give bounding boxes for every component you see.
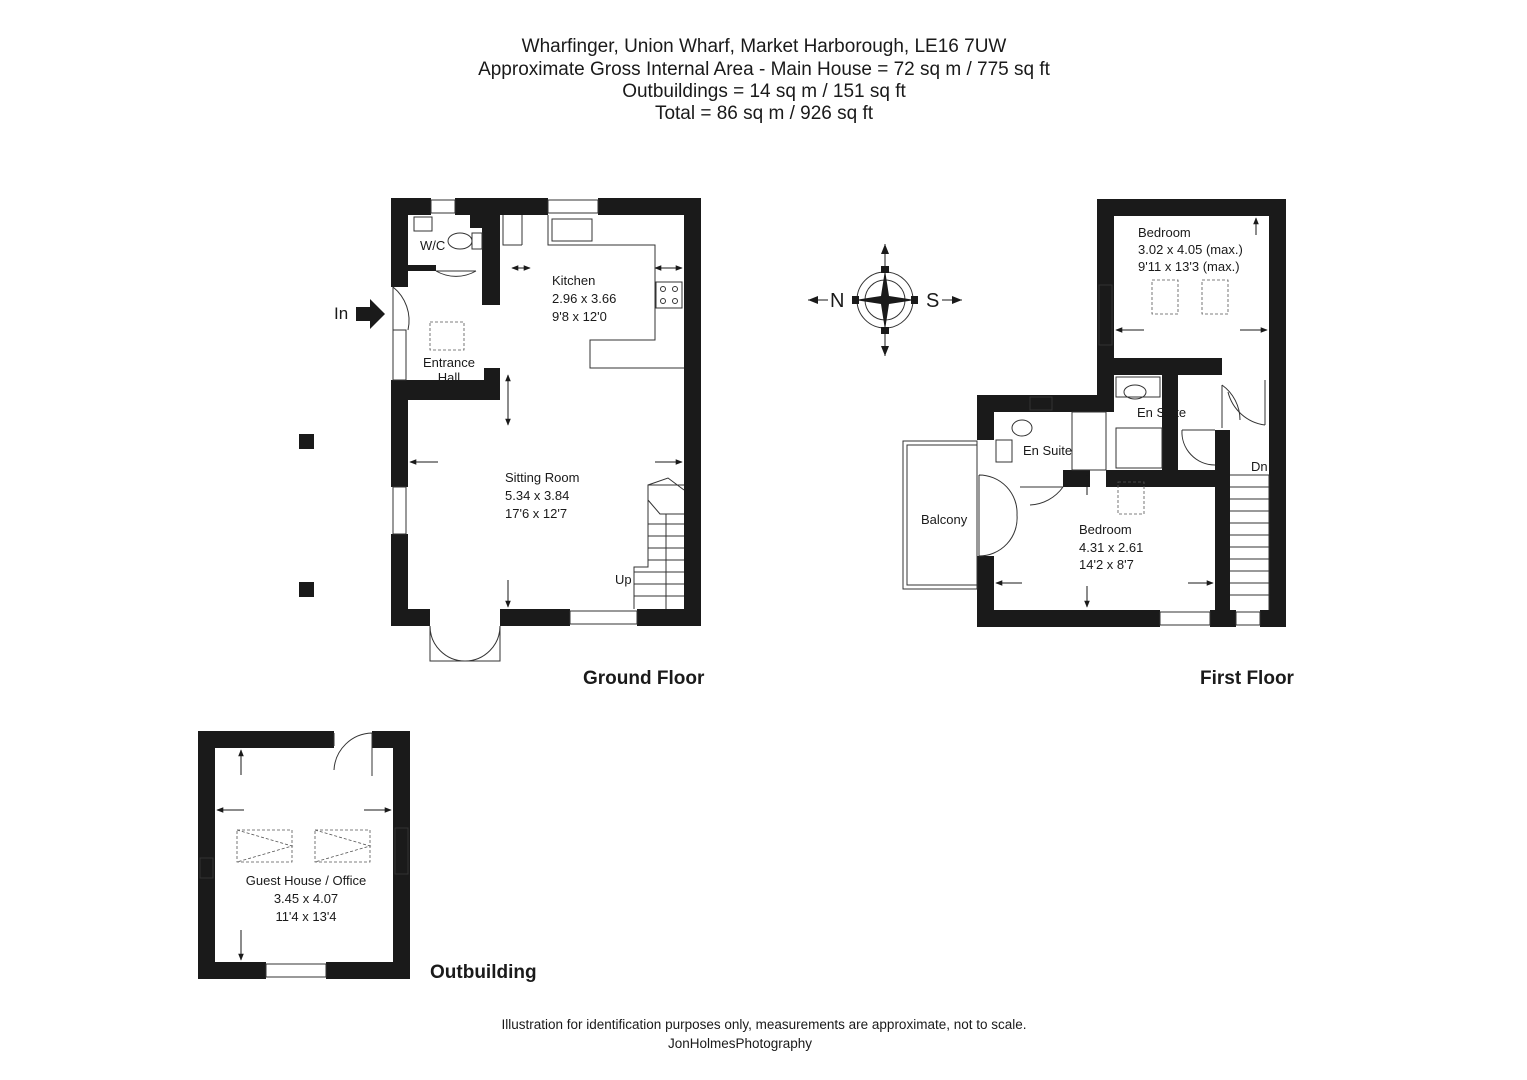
header-address: Wharfinger, Union Wharf, Market Harborou… — [522, 36, 1007, 57]
balcony-label: Balcony — [921, 512, 968, 527]
footer-credit: JonHolmesPhotography — [668, 1036, 812, 1051]
bedroom1-rooflight-1 — [1151, 279, 1179, 315]
ensuite2-toilet-icon — [1011, 419, 1033, 437]
wc-basin-icon — [413, 216, 433, 232]
guest-house-metric: 3.45 x 4.07 — [274, 891, 338, 906]
bedroom1-rooflight-2 — [1201, 279, 1229, 315]
garden-post-2 — [299, 582, 314, 597]
ensuite2-basin-icon — [995, 439, 1013, 463]
ensuite2-door — [1020, 486, 1064, 506]
landing-window — [1235, 611, 1261, 626]
bedroom2-imperial: 14'2 x 8'7 — [1079, 557, 1134, 572]
wc-wall-right — [482, 215, 500, 305]
header-outbuilding-area: Outbuildings = 14 sq m / 151 sq ft — [622, 81, 906, 102]
plan-footer: Illustration for identification purposes… — [501, 1017, 1026, 1051]
outbuilding-rooflight-1 — [236, 829, 293, 863]
entry-arrow-icon — [356, 299, 385, 329]
bedroom1-metric: 3.02 x 4.05 (max.) — [1138, 242, 1243, 257]
entrance-door — [392, 286, 410, 331]
kitchen-counter — [547, 215, 684, 369]
balcony-inner — [906, 444, 978, 586]
ensuite2-bath-icon — [1071, 411, 1107, 471]
bedroom2-rooflight — [1117, 481, 1145, 515]
hall-wall-bottom — [408, 380, 500, 400]
wc-wall-corner — [470, 198, 500, 228]
sitting-window-left — [392, 486, 407, 535]
kitchen-sink-icon — [551, 218, 593, 242]
plan-header: Wharfinger, Union Wharf, Market Harborou… — [478, 36, 1051, 124]
hob-burners-icon — [660, 286, 678, 304]
wc-cistern-icon — [471, 232, 483, 250]
ensuite1-shower-icon — [1115, 427, 1163, 469]
balcony-doors — [978, 474, 1018, 557]
guest-house-name: Guest House / Office — [246, 873, 366, 888]
ground-floor-label: Ground Floor — [583, 668, 705, 689]
bedroom1-imperial: 9'11 x 13'3 (max.) — [1138, 259, 1240, 274]
bedroom2-name: Bedroom — [1079, 522, 1132, 537]
hall-wall-post — [484, 368, 500, 400]
bedroom1-window — [1098, 284, 1113, 346]
garden-post-1 — [299, 434, 314, 449]
ground-wall-top-left — [391, 198, 431, 215]
guest-house-imperial: 11'4 x 13'4 — [275, 909, 336, 924]
bedroom2-door — [1181, 429, 1216, 466]
kitchen-imperial: 9'8 x 12'0 — [552, 309, 607, 324]
compass-south-label: S — [926, 290, 939, 312]
sitting-french-doors — [429, 625, 501, 662]
compass-star-icon — [855, 270, 915, 330]
entrance-side-window — [392, 329, 407, 381]
bedroom2-window — [1159, 611, 1211, 626]
wc-wall-bottom — [408, 265, 436, 271]
hob-icon — [655, 281, 683, 309]
compass-north-label: N — [830, 290, 844, 312]
first-floor-label: First Floor — [1200, 668, 1295, 689]
entrance-cupboard-dashed — [429, 321, 465, 351]
ensuite1-label: En Suite — [1137, 405, 1186, 420]
ensuite1-toilet-icon — [1123, 384, 1147, 400]
first-floor-stairs — [1230, 474, 1270, 610]
compass: N S — [808, 244, 962, 356]
entry-label: In — [334, 304, 348, 323]
ensuite1-basin-icon — [1115, 376, 1161, 398]
outbuilding-rooflight-2 — [314, 829, 371, 863]
outbuilding-window-right — [394, 827, 409, 875]
kitchen-cupboard — [502, 215, 523, 246]
footer-disclaimer: Illustration for identification purposes… — [501, 1017, 1026, 1032]
sitting-room-name: Sitting Room — [505, 470, 579, 485]
outbuilding-plan: Guest House / Office 3.45 x 4.07 11'4 x … — [198, 731, 537, 983]
outbuilding-wall-left — [198, 731, 215, 979]
bedroom1-name: Bedroom — [1138, 225, 1191, 240]
kitchen-name: Kitchen — [552, 273, 595, 288]
ensuite2-label: En Suite — [1023, 443, 1072, 458]
header-main-area: Approximate Gross Internal Area - Main H… — [478, 59, 1051, 80]
entrance-hall-label-1: Entrance — [423, 355, 475, 370]
wc-window — [430, 199, 456, 214]
sitting-window-bottom — [569, 610, 638, 625]
wc-label: W/C — [420, 238, 445, 253]
wc-toilet-icon — [447, 232, 473, 250]
outbuilding-walls — [198, 731, 410, 979]
entrance-hall-label-2: Hall — [438, 370, 461, 385]
bedroom1-door — [1227, 380, 1266, 426]
outbuilding-label: Outbuilding — [430, 962, 537, 983]
kitchen-metric: 2.96 x 3.66 — [552, 291, 616, 306]
bedroom2-metric: 4.31 x 2.61 — [1079, 540, 1143, 555]
ground-floor-stairs — [633, 477, 685, 609]
wc-door — [435, 270, 477, 277]
outbuilding-window-bottom — [265, 963, 327, 978]
header-total-area: Total = 86 sq m / 926 sq ft — [655, 103, 874, 124]
sitting-room-imperial: 17'6 x 12'7 — [505, 506, 567, 521]
kitchen-window — [547, 199, 599, 214]
first-floor-plan: Bedroom 3.02 x 4.05 (max.) 9'11 x 13'3 (… — [902, 199, 1295, 689]
ensuite2-window — [1029, 396, 1053, 411]
first-stairs-down-label: Dn — [1251, 459, 1268, 474]
outbuilding-window-left — [199, 857, 214, 879]
outbuilding-door — [333, 732, 373, 776]
sitting-room-metric: 5.34 x 3.84 — [505, 488, 569, 503]
ground-stairs-up-label: Up — [615, 572, 632, 587]
ensuite1-door — [1221, 384, 1241, 428]
ground-floor-plan: In W/C Kitchen 2.96 x 3.66 9'8 x 12'0 En… — [299, 198, 705, 689]
